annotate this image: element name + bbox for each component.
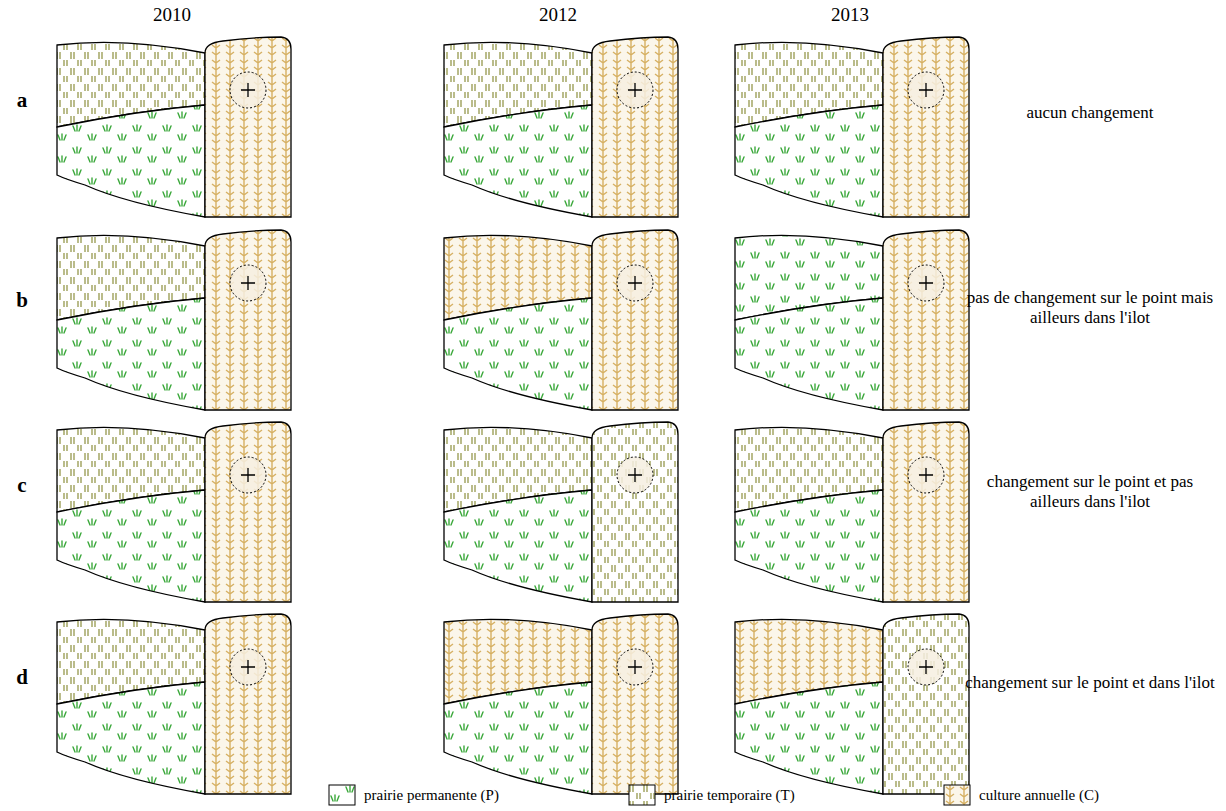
parcel-block (444, 422, 678, 602)
parcel-field (57, 105, 205, 217)
parcel-block (57, 37, 291, 217)
point-cross (919, 660, 933, 674)
parcel-field (205, 422, 291, 602)
parcel-block (735, 37, 969, 217)
point-circle (908, 265, 944, 301)
point-cross (628, 276, 642, 290)
parcel-block (57, 614, 291, 794)
parcel-field (57, 298, 205, 410)
row-description: pas de changement sur le point mais aill… (963, 288, 1218, 329)
row-letter: d (16, 665, 28, 690)
point-circle (230, 265, 266, 301)
point-cross (919, 83, 933, 97)
parcel-field (444, 490, 592, 602)
point-circle (908, 649, 944, 685)
parcel-block (57, 230, 291, 410)
parcel-field (592, 614, 678, 794)
point-cross (241, 660, 255, 674)
parcel-field (735, 490, 883, 602)
legend-item: prairie temporaire (T) (628, 784, 795, 806)
legend-text: culture annuelle (C) (979, 787, 1099, 804)
point-circle (908, 72, 944, 108)
point-cross (241, 276, 255, 290)
parcel-field (735, 298, 883, 410)
point-cross (628, 468, 642, 482)
parcel-field (592, 422, 678, 602)
point-circle (617, 457, 653, 493)
legend-text: prairie temporaire (T) (664, 787, 795, 804)
legend-item: prairie permanente (P) (328, 784, 499, 806)
point-cross (628, 660, 642, 674)
parcel-field (883, 230, 969, 410)
parcel-field (205, 614, 291, 794)
row-letter: a (17, 88, 28, 113)
parcel-field (592, 230, 678, 410)
point-cross (241, 83, 255, 97)
parcel-block (57, 422, 291, 602)
point-circle (230, 72, 266, 108)
parcel-block (444, 37, 678, 217)
legend-item: culture annuelle (C) (943, 784, 1099, 806)
point-cross (919, 276, 933, 290)
parcel-block (444, 614, 678, 794)
parcel-field (592, 37, 678, 217)
parcel-field (735, 682, 883, 794)
parcel-block (735, 614, 969, 794)
parcel-field (57, 490, 205, 602)
point-circle (230, 649, 266, 685)
legend-swatch (328, 784, 356, 806)
point-circle (617, 265, 653, 301)
parcel-field (444, 105, 592, 217)
point-cross (628, 83, 642, 97)
parcel-block (444, 230, 678, 410)
legend-swatch (628, 784, 656, 806)
parcel-field (444, 298, 592, 410)
point-circle (908, 457, 944, 493)
legend-text: prairie permanente (P) (364, 787, 499, 804)
parcel-field (205, 230, 291, 410)
row-letter: c (17, 473, 26, 498)
row-description: changement sur le point et pas ailleurs … (963, 472, 1218, 513)
parcel-field (883, 422, 969, 602)
parcel-field (205, 37, 291, 217)
year-heading: 2010 (153, 4, 191, 26)
point-cross (241, 468, 255, 482)
point-circle (617, 649, 653, 685)
row-description: aucun changement (963, 103, 1218, 123)
parcel-field (57, 682, 205, 794)
year-heading: 2012 (539, 4, 577, 26)
legend-swatch (943, 784, 971, 806)
parcel-field (883, 37, 969, 217)
parcel-field (883, 614, 969, 794)
year-heading: 2013 (831, 4, 869, 26)
parcel-block (735, 422, 969, 602)
parcel-field (735, 105, 883, 217)
point-circle (617, 72, 653, 108)
row-description: changement sur le point et dans l'ilot (963, 673, 1218, 693)
point-cross (919, 468, 933, 482)
parcel-field (444, 682, 592, 794)
parcel-block (735, 230, 969, 410)
row-letter: b (16, 288, 28, 313)
point-circle (230, 457, 266, 493)
